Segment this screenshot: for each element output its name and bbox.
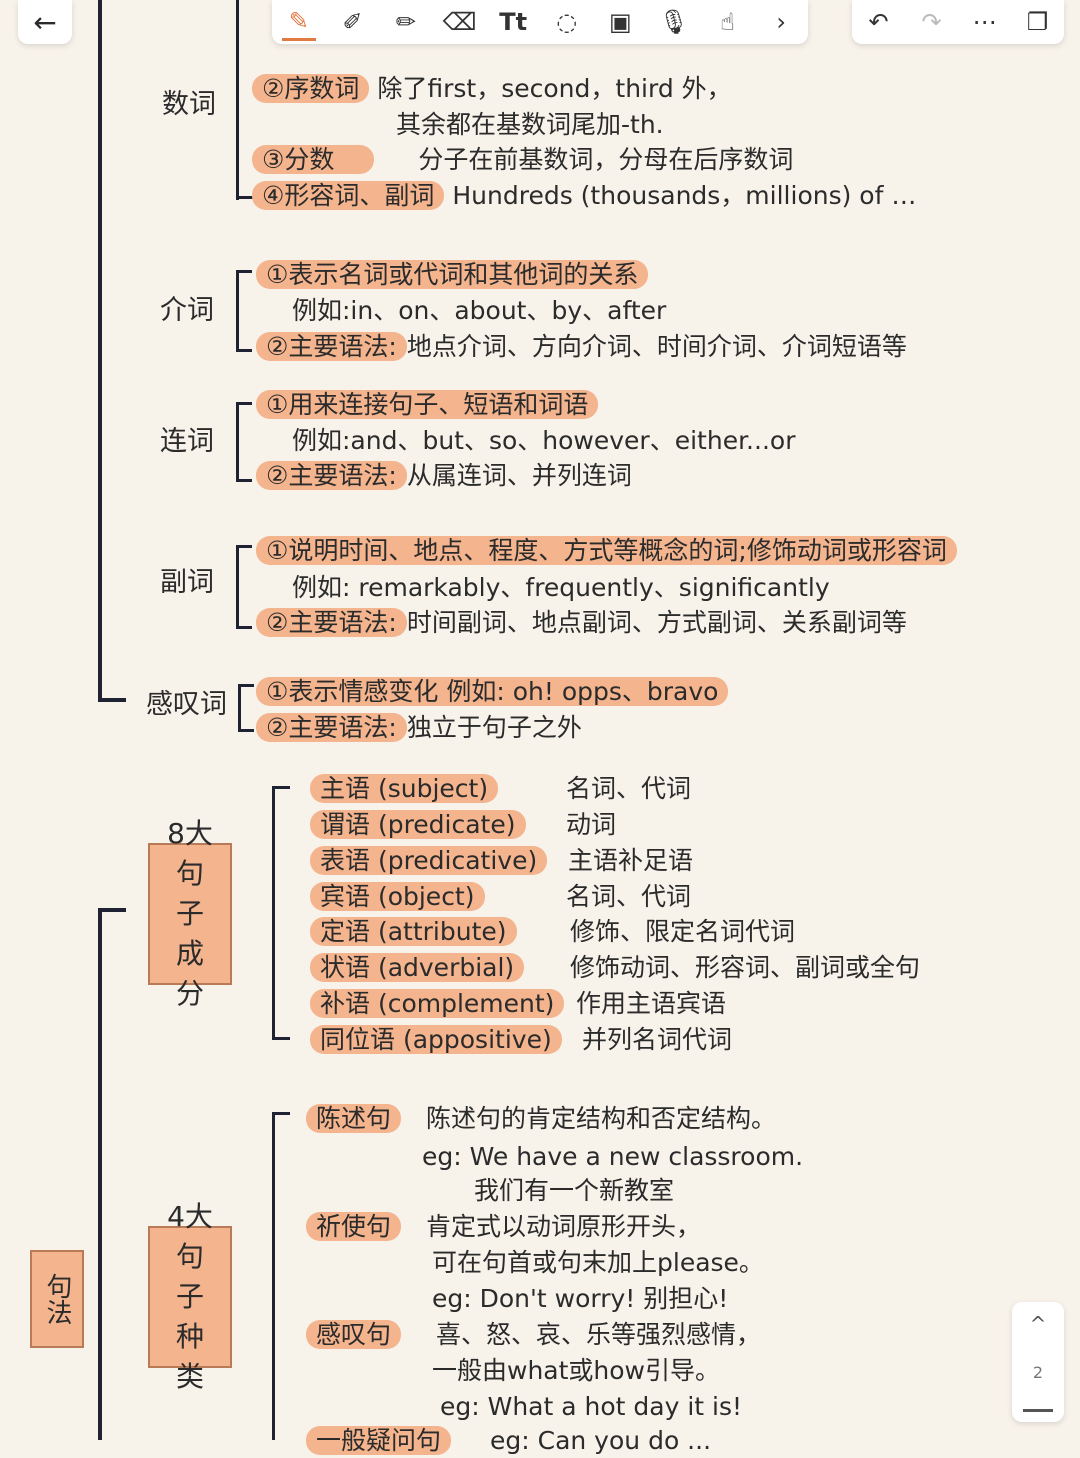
adverbs-example: 例如: remarkably、frequently、significantly [292,573,830,602]
type-exclamatory-example: eg: What a hot day it is! [440,1392,743,1421]
interjections-item-2: ②主要语法:独立于句子之外 [256,711,582,745]
undo-icon[interactable]: ↶ [868,8,889,36]
category-adverbs: 副词 [160,567,214,598]
numerals-item-2: ③分数 分子在前基数词，分母在后序数词 [252,143,793,177]
type-interrogative-tag: 一般疑问句 [306,1424,452,1458]
component-row: 表语 (predicative) [310,844,548,878]
component-desc: 名词、代词 [566,774,692,803]
type-declarative-example: eg: We have a new classroom. [422,1142,804,1171]
adverbs-item-1: ①说明时间、地点、程度、方式等概念的词;修饰动词或形容词 [256,534,957,568]
component-desc: 动词 [566,810,617,839]
bracket-types [272,1112,275,1440]
prepositions-example: 例如:in、on、about、by、after [292,296,667,325]
tree-line-syntax [98,908,102,1440]
conjunctions-item-2: ②主要语法:从属连词、并列连词 [256,459,632,493]
interjections-item-1: ①表示情感变化 例如: oh! opps、bravo [256,675,729,709]
bracket-bottom [238,729,254,732]
component-desc: 主语补足语 [568,846,694,875]
type-exclamatory-line: 喜、怒、哀、乐等强烈感情， [436,1320,762,1349]
conjunctions-item-1: ①用来连接句子、短语和词语 [256,388,599,422]
type-imperative-example: eg: Don't worry! 别担心! [432,1284,729,1313]
pages-icon[interactable]: ❐ [1026,8,1049,36]
image-icon[interactable]: ▣ [609,8,632,36]
type-declarative-line: 陈述句的肯定结构和否定结构。 [426,1104,777,1133]
type-exclamatory-line: 一般由what或how引导。 [432,1356,721,1385]
components-label-box: 8大句子成分 [148,817,232,1010]
type-declarative-translation: 我们有一个新教室 [474,1176,675,1205]
category-prepositions: 介词 [160,295,214,326]
chevron-up-icon[interactable]: ^ [1029,1312,1047,1336]
mic-icon[interactable]: 🎙 [658,8,690,36]
tree-line-numerals [236,0,239,200]
bracket-bottom [272,1037,290,1040]
bracket-top [238,684,254,687]
pencil-icon[interactable]: ✐ [342,8,363,36]
bracket-interjections [238,684,241,732]
numerals-item-1: ②序数词 除了first，second，third 外， [252,72,732,106]
syntax-label-box: 句法 [30,1250,84,1348]
component-row: 主语 (subject) [310,772,499,806]
bracket-top [272,1112,290,1115]
bracket-top [236,270,252,273]
component-desc: 并列名词代词 [582,1025,733,1054]
lasso-icon[interactable]: ◌ [556,8,578,36]
bracket-bottom [236,626,252,629]
tree-branch-interjection [98,698,126,702]
prepositions-item-1: ①表示名词或代词和其他词的关系 [256,258,649,292]
numerals-item-1b: 其余都在基数词尾加-th. [396,110,664,139]
bracket-prepositions [236,270,239,352]
component-desc: 作用主语宾语 [576,989,727,1018]
component-desc: 名词、代词 [566,882,692,911]
text-icon[interactable]: Tt [499,8,528,36]
bracket-components [272,786,275,1040]
action-toolbar: ↶ ↷ ⋯ ❐ [852,0,1064,44]
more-menu-icon[interactable]: ⋯ [972,8,997,36]
type-imperative-line: 肯定式以动词原形开头， [426,1212,702,1241]
bracket-conjunctions [236,402,239,482]
back-arrow-icon: ← [33,5,57,39]
type-imperative-tag: 祈使句 [306,1210,402,1244]
bracket-top [236,545,252,548]
component-row: 宾语 (object) [310,880,485,914]
pen-icon[interactable]: ✎ [281,4,316,41]
bracket-top [272,786,290,789]
numerals-item-3: ④形容词、副词 Hundreds (thousands，millions) of… [252,179,916,213]
prepositions-item-2: ②主要语法:地点介词、方向介词、时间介词、介词短语等 [256,330,907,364]
highlighter-icon[interactable]: ✏ [395,8,417,36]
bracket-bottom [236,349,252,352]
category-numerals: 数词 [162,89,216,120]
bracket-bottom [236,479,252,482]
redo-icon[interactable]: ↷ [921,8,942,36]
component-row: 定语 (attribute) [310,915,517,949]
conjunctions-example: 例如:and、but、so、however、either...or [292,426,796,455]
back-button[interactable]: ← [18,0,72,44]
type-interrogative-example: eg: Can you do ... [490,1426,712,1455]
adverbs-item-2: ②主要语法:时间副词、地点副词、方式副词、关系副词等 [256,606,907,640]
tree-branch-components [98,908,126,912]
component-desc: 修饰、限定名词代词 [570,917,796,946]
component-row: 同位语 (appositive) [310,1023,562,1057]
category-interjections: 感叹词 [146,689,227,720]
hand-icon[interactable]: ☝ [720,8,735,36]
page-number: 2 [1032,1363,1044,1382]
type-imperative-line: 可在句首或句末加上please。 [432,1248,764,1277]
bracket-top [236,402,252,405]
component-row: 补语 (complement) [310,987,565,1021]
eraser-icon[interactable]: ⌫ [442,8,477,36]
component-row: 状语 (adverbial) [310,951,525,985]
drawing-toolbar: ✎ ✐ ✏ ⌫ Tt ◌ ▣ 🎙 ☝ › [272,0,808,44]
tree-line-main [98,0,102,702]
type-declarative-tag: 陈述句 [306,1102,402,1136]
category-conjunctions: 连词 [160,426,214,457]
component-row: 谓语 (predicate) [310,808,526,842]
page-slider-handle[interactable] [1023,1409,1053,1412]
component-desc: 修饰动词、形容词、副词或全句 [570,953,921,982]
type-exclamatory-tag: 感叹句 [306,1318,402,1352]
types-label-box: 4大句子种类 [148,1200,232,1393]
tree-branch-numerals [236,196,256,199]
chevron-right-icon[interactable]: › [776,8,786,36]
page-navigator: ^ 2 [1012,1302,1064,1422]
bracket-adverbs [236,545,239,629]
